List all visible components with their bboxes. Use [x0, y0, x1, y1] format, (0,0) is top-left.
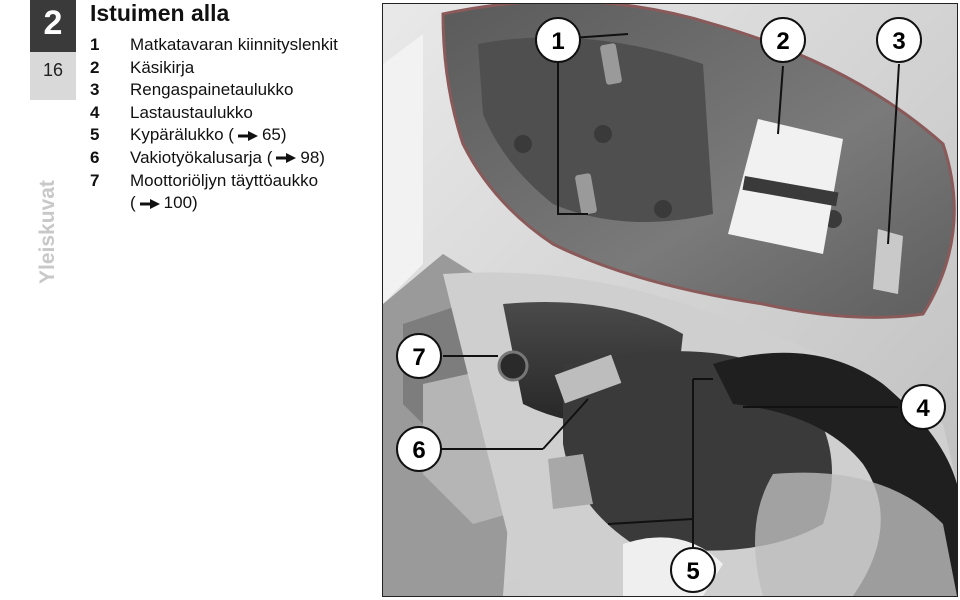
callout-3: 3 — [876, 17, 922, 63]
legend-number: 2 — [90, 57, 100, 77]
callout-4-label: 4 — [916, 395, 930, 422]
under-seat-illustration: 1 2 3 4 5 6 7 — [383, 4, 957, 596]
callout-1: 1 — [535, 17, 581, 63]
callout-1-label: 1 — [551, 28, 564, 55]
legend-text: Lastaustaulukko — [130, 102, 253, 122]
manual-strap — [742, 175, 839, 207]
page-reference[interactable]: 65) — [261, 125, 287, 145]
legend-number: 4 — [90, 102, 100, 122]
page-reference-arrow-icon — [237, 130, 258, 141]
callout-6: 6 — [396, 426, 442, 472]
legend-text: ( — [130, 193, 136, 213]
legend-number: 7 — [90, 170, 100, 190]
page-reference[interactable]: 100) — [163, 193, 198, 213]
legend-text: Matkatavaran kiinnityslenkit — [130, 35, 338, 54]
legend-item: (100) — [90, 192, 338, 215]
callout-7: 7 — [396, 333, 442, 379]
sticker-label — [548, 454, 593, 509]
tool-kit — [554, 354, 622, 404]
callout-5: 5 — [670, 547, 716, 593]
page-reference-arrow-icon — [139, 198, 160, 209]
leader-lines — [438, 33, 900, 549]
chapter-number: 2 — [43, 4, 63, 42]
legend-item: 4 Lastaustaulukko — [90, 102, 338, 125]
page-title: Istuimen alla — [90, 0, 230, 26]
fairing-left — [383, 34, 423, 304]
callout-6-label: 6 — [412, 437, 425, 464]
page-reference[interactable]: 98) — [300, 147, 325, 167]
legend-list: 1 Matkatavaran kiinnityslenkit 2 Käsikirja… — [90, 34, 338, 215]
legend-text: Moottoriöljyn täyttöaukko — [130, 170, 319, 190]
legend-item: 2 Käsikirja — [90, 57, 338, 80]
legend-item: 6 Vakiotyökalusarja ( 98) — [90, 147, 338, 170]
callout-3-label: 3 — [892, 28, 905, 55]
oil-filler-cap — [497, 350, 529, 382]
legend-number: 3 — [90, 80, 100, 100]
callout-2: 2 — [760, 17, 806, 63]
legend-text: Rengaspainetaulukko — [130, 80, 294, 100]
page-number: 16 — [42, 60, 64, 80]
section-label-text: Yleiskuvat — [36, 180, 59, 284]
callout-2-label: 2 — [776, 28, 789, 55]
tyre-pressure-label — [873, 229, 903, 294]
legend-number: 5 — [90, 125, 100, 145]
legend-number: 6 — [90, 147, 100, 167]
luggage-loop-lower — [575, 173, 597, 215]
legend-number: 1 — [90, 35, 100, 54]
chapter-tab: 2 16 — [30, 0, 76, 100]
page-reference-arrow-icon — [276, 153, 297, 164]
callout-7-label: 7 — [412, 344, 425, 371]
legend-text: Kypärälukko ( — [130, 125, 234, 145]
legend-item: 1 Matkatavaran kiinnityslenkit — [90, 34, 338, 57]
callout-4: 4 — [900, 384, 946, 430]
legend-item: 7 Moottoriöljyn täyttöaukko — [90, 170, 338, 193]
luggage-loop-upper — [600, 43, 622, 85]
callout-5-label: 5 — [686, 558, 699, 585]
legend-text: Vakiotyökalusarja ( — [130, 147, 273, 167]
under-seat-photo: 1 2 3 4 5 6 7 — [382, 3, 958, 597]
legend-text: Käsikirja — [130, 57, 195, 77]
legend-item: 5 Kypärälukko ( 65) — [90, 124, 338, 147]
tail-light — [755, 472, 957, 596]
legend-item: 3 Rengaspainetaulukko — [90, 79, 338, 102]
section-label: Yleiskuvat — [14, 162, 70, 286]
